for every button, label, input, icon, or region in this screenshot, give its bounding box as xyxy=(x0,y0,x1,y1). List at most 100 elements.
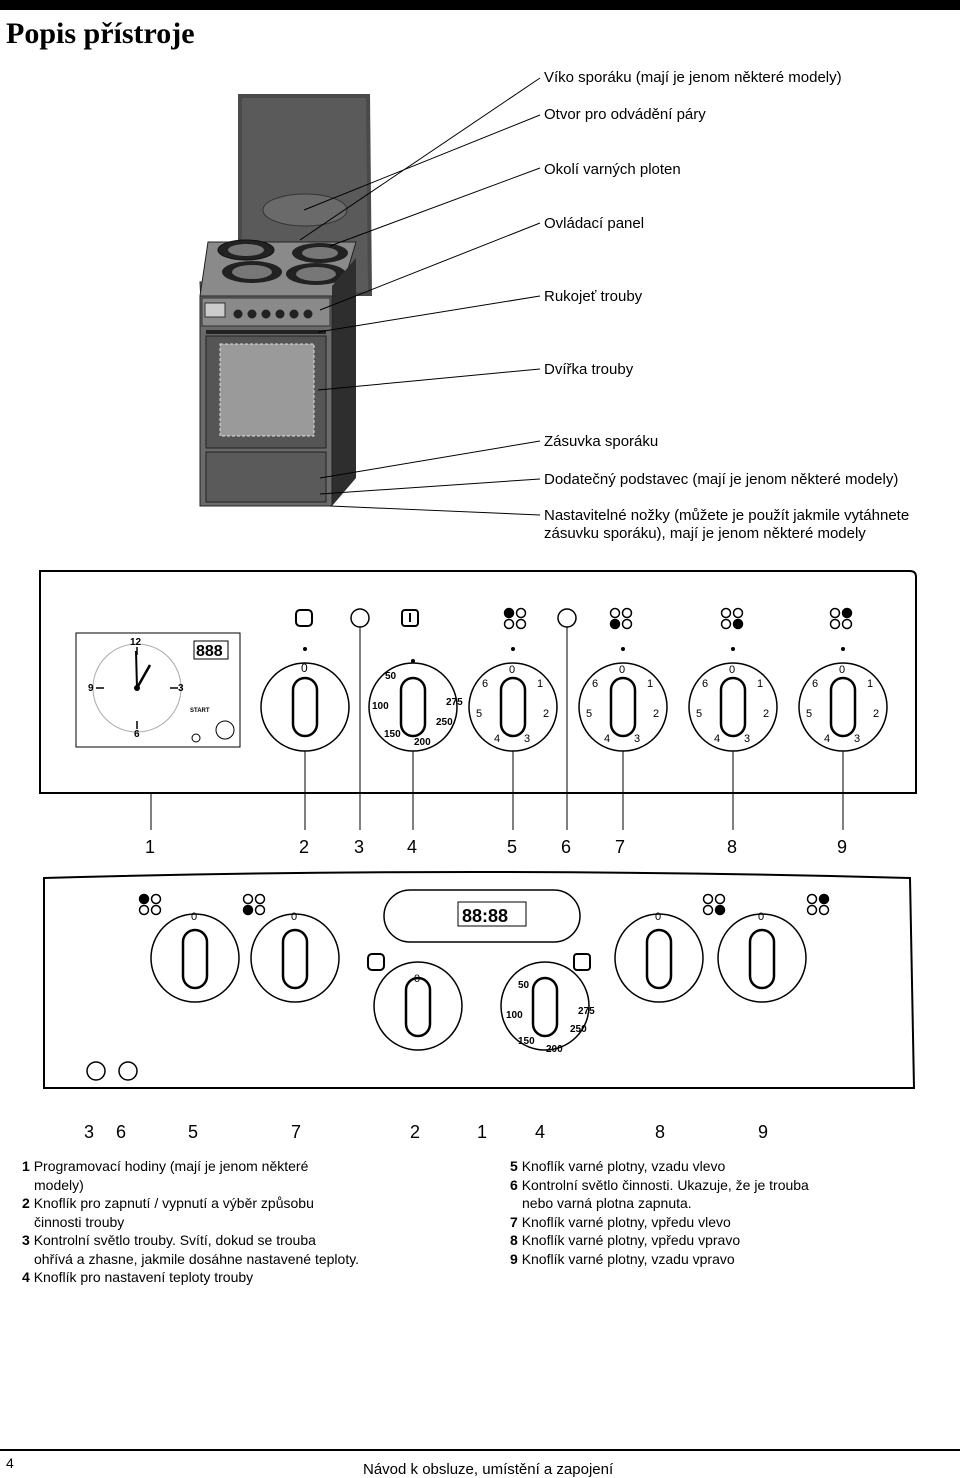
hob8-1: 1 xyxy=(867,678,873,690)
callout-oven-door: Dvířka trouby xyxy=(544,361,634,378)
legend-item-cont: modely) xyxy=(34,1176,84,1193)
callout-steam-vent: Otvor pro odvádění páry xyxy=(544,106,706,123)
panel2-num-8: 8 xyxy=(655,1122,665,1142)
legend-item: 1 Programovací hodiny (mají je jenom něk… xyxy=(22,1158,309,1174)
p2-temp-200: 200 xyxy=(546,1044,563,1055)
hob8-0: 0 xyxy=(839,664,845,676)
temp-275: 275 xyxy=(446,697,463,708)
panel1-num-8: 8 xyxy=(727,837,737,857)
hob7-0: 0 xyxy=(729,664,735,676)
panel1-num-1: 1 xyxy=(145,837,155,857)
panel2-num-3: 3 xyxy=(84,1122,94,1142)
footer-rule xyxy=(0,1449,960,1451)
legend-item: 8 Knoflík varné plotny, vpředu vpravo xyxy=(510,1232,741,1248)
legend-item-cont: činnosti trouby xyxy=(34,1213,125,1230)
temp-200: 200 xyxy=(414,737,431,748)
p2-temp-275: 275 xyxy=(578,1006,595,1017)
legend-item: 5 Knoflík varné plotny, vzadu vlevo xyxy=(510,1158,726,1174)
hob5-2: 2 xyxy=(543,708,549,720)
clock-display: 888 xyxy=(196,643,223,660)
hob6-3: 3 xyxy=(634,733,640,745)
p2-knob5-0: 0 xyxy=(191,911,197,923)
panel2-num-2: 2 xyxy=(410,1122,420,1142)
clock-9: 9 xyxy=(88,683,94,694)
panel1-num-4: 4 xyxy=(407,837,417,857)
panel2-num-1: 1 xyxy=(477,1122,487,1142)
panel1-num-5: 5 xyxy=(507,837,517,857)
temp-50: 50 xyxy=(385,671,397,682)
p2-knob9-0: 0 xyxy=(758,911,764,923)
hob6-5: 5 xyxy=(586,708,592,720)
panel2-num-5: 5 xyxy=(188,1122,198,1142)
hob6-2: 2 xyxy=(653,708,659,720)
legend-item: 9 Knoflík varné plotny, vzadu vpravo xyxy=(510,1250,735,1267)
callout-feet-line1: Nastavitelné nožky (můžete je použít jak… xyxy=(544,507,910,524)
hob6-0: 0 xyxy=(619,664,625,676)
hob5-0: 0 xyxy=(509,664,515,676)
p2-temp-100: 100 xyxy=(506,1010,523,1021)
p2-selector-0: 0 xyxy=(414,973,420,985)
hob7-5: 5 xyxy=(696,708,702,720)
hob5-1: 1 xyxy=(537,678,543,690)
temp-150: 150 xyxy=(384,729,401,740)
hob5-5: 5 xyxy=(476,708,482,720)
legend-item-cont: nebo varná plotna zapnuta. xyxy=(522,1195,692,1211)
hob8-2: 2 xyxy=(873,708,879,720)
hob8-3: 3 xyxy=(854,733,860,745)
callout-feet-line2: zásuvku sporáku), mají je jenom některé … xyxy=(544,525,866,542)
callout-oven-handle: Rukojeť trouby xyxy=(544,288,643,305)
hob7-1: 1 xyxy=(757,678,763,690)
footer-text: Návod k obsluze, umístění a zapojení xyxy=(363,1461,614,1478)
panel1-num-7: 7 xyxy=(615,837,625,857)
temp-250: 250 xyxy=(436,717,453,728)
legend-item-cont: ohřívá a zhasne, jakmile dosáhne nastave… xyxy=(34,1250,360,1267)
clock-3: 3 xyxy=(178,683,184,694)
hob6-4: 4 xyxy=(604,733,610,745)
p2-temp-150: 150 xyxy=(518,1036,535,1047)
header-bar xyxy=(0,0,960,10)
panel1-num-2: 2 xyxy=(299,837,309,857)
callout-drawer: Zásuvka sporáku xyxy=(544,433,659,450)
panel1-num-9: 9 xyxy=(837,837,847,857)
hob8-6: 6 xyxy=(812,678,818,690)
legend-item: 6 Kontrolní světlo činnosti. Ukazuje, že… xyxy=(510,1176,809,1193)
hob5-3: 3 xyxy=(524,733,530,745)
legend-left: 1 Programovací hodiny (mají je jenom něk… xyxy=(22,1157,482,1287)
hob5-6: 6 xyxy=(482,678,488,690)
hob7-6: 6 xyxy=(702,678,708,690)
callout-lid: Víko sporáku (mají je jenom některé mode… xyxy=(544,69,842,86)
p2-temp-50: 50 xyxy=(518,980,530,991)
clock-12: 12 xyxy=(130,637,142,648)
hob7-4: 4 xyxy=(714,733,720,745)
callout-plinth: Dodatečný podstavec (mají je jenom někte… xyxy=(544,471,899,488)
temp-100: 100 xyxy=(372,701,389,712)
page-title: Popis přístroje xyxy=(6,17,195,50)
panel2-num-6: 6 xyxy=(116,1122,126,1142)
panel2-num-9: 9 xyxy=(758,1122,768,1142)
hob8-5: 5 xyxy=(806,708,812,720)
legend-item: 3 Kontrolní světlo trouby. Svítí, dokud … xyxy=(22,1232,316,1248)
hob6-6: 6 xyxy=(592,678,598,690)
legend-item: 7 Knoflík varné plotny, vpředu vlevo xyxy=(510,1213,731,1230)
legend-right: 5 Knoflík varné plotny, vzadu vlevo 6 Ko… xyxy=(510,1157,950,1268)
panel2-display: 88:88 xyxy=(462,906,508,926)
callout-hob-surround: Okolí varných ploten xyxy=(544,161,681,178)
p2-temp-250: 250 xyxy=(570,1024,587,1035)
p2-knob8-0: 0 xyxy=(655,911,661,923)
panel1-num-6: 6 xyxy=(561,837,571,857)
panel2-num-7: 7 xyxy=(291,1122,301,1142)
selector-zero-label: 0 xyxy=(301,661,308,675)
panel2-num-4: 4 xyxy=(535,1122,545,1142)
callout-control-panel: Ovládací panel xyxy=(544,215,645,232)
control-panel-diagram-2: 88:88 0 0 0 0 0 50 100 150 200 250 275 xyxy=(43,871,916,1142)
hob5-4: 4 xyxy=(494,733,500,745)
control-panel-diagram-1: 12 3 6 9 888 START 0 50 100 150 xyxy=(39,570,917,857)
hob7-3: 3 xyxy=(744,733,750,745)
hob8-4: 4 xyxy=(824,733,830,745)
hob7-2: 2 xyxy=(763,708,769,720)
p2-knob7-0: 0 xyxy=(291,911,297,923)
legend-item: 4 Knoflík pro nastavení teploty trouby xyxy=(22,1269,254,1285)
page-number: 4 xyxy=(6,1455,14,1471)
panel1-num-3: 3 xyxy=(354,837,364,857)
stove-illustration xyxy=(199,77,541,516)
